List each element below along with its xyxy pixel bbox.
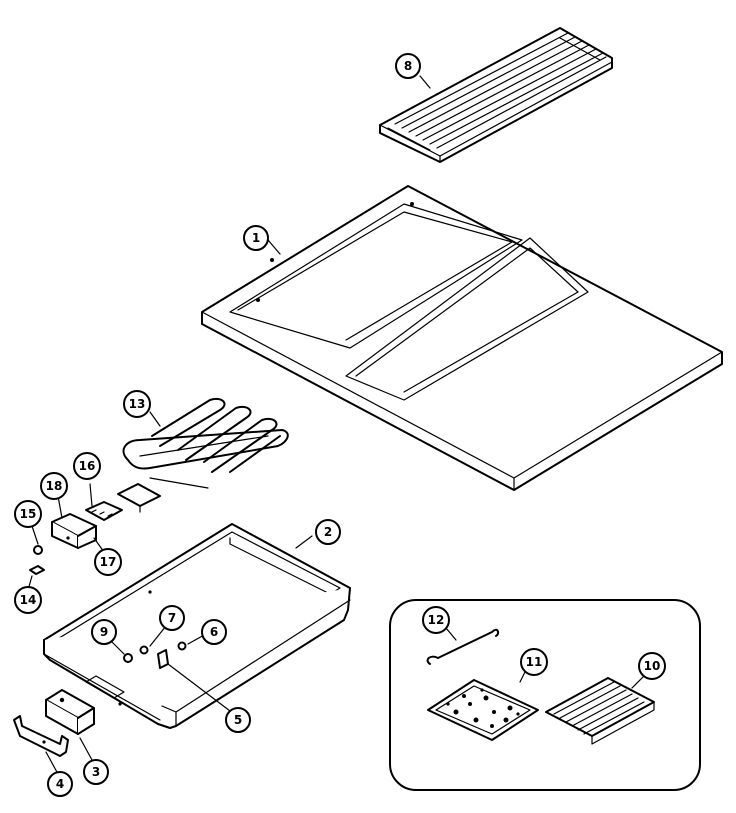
part-15-screw [33,545,43,555]
callout-4: 4 [47,771,73,797]
callout-9: 9 [91,619,117,645]
part-13-broil-element [117,398,289,513]
svg-text:6: 6 [210,625,218,639]
callout-18: 18 [40,472,68,500]
svg-text:15: 15 [20,507,37,521]
svg-text:8: 8 [404,59,412,73]
callout-6: 6 [201,619,227,645]
callout-5: 5 [225,707,251,733]
callout-11: 11 [520,648,548,676]
part-7-washer [139,645,149,655]
svg-text:14: 14 [20,593,37,607]
part-4-bracket [13,715,69,757]
callout-3: 3 [83,759,109,785]
callout-10: 10 [638,652,666,680]
svg-text:3: 3 [92,765,100,779]
svg-text:7: 7 [168,611,176,625]
svg-text:4: 4 [56,777,64,791]
part-6-screw [177,641,187,651]
part-18-terminal-block [51,513,97,549]
svg-text:2: 2 [324,525,332,539]
part-5-clip [157,649,169,669]
part-2-broiler-pan [43,523,351,729]
callout-14: 14 [14,586,42,614]
part-11-burner-plate [427,679,539,741]
svg-text:12: 12 [428,613,445,627]
part-1-top-panel [201,185,723,491]
part-9-nut [123,653,133,663]
part-12-wire-rod [426,628,500,665]
part-14-clip [29,565,45,575]
svg-text:9: 9 [100,625,108,639]
inset-box [389,599,701,791]
part-8-grille [379,27,613,163]
svg-text:5: 5 [234,713,242,727]
svg-text:13: 13 [129,397,146,411]
part-10-grate-plate [545,677,655,745]
part-16-terminal-strip [85,501,123,521]
callout-7: 7 [159,605,185,631]
callout-17: 17 [94,548,122,576]
svg-text:16: 16 [79,459,96,473]
callout-1: 1 [243,225,269,251]
callout-15: 15 [14,500,42,528]
callout-2: 2 [315,519,341,545]
part-3-receptacle [45,689,95,735]
callout-16: 16 [73,452,101,480]
svg-text:18: 18 [46,479,63,493]
svg-text:17: 17 [100,555,117,569]
callout-13: 13 [123,390,151,418]
svg-text:11: 11 [526,655,543,669]
callout-8: 8 [395,53,421,79]
svg-text:10: 10 [644,659,661,673]
callout-12: 12 [422,606,450,634]
svg-text:1: 1 [252,231,260,245]
